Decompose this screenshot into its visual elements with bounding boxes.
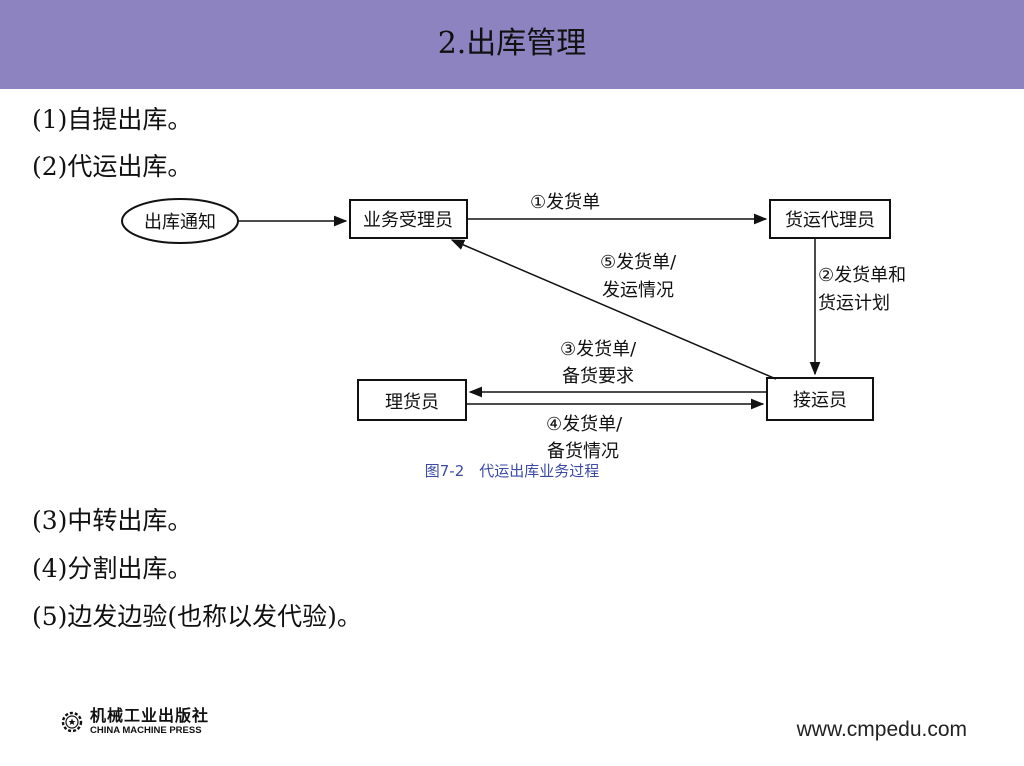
publisher-logo: 机械工业出版社 CHINA MACHINE PRESS xyxy=(60,706,209,738)
flow-diagram: 出库通知 业务受理员 货运代理员 接运员 理货员 ①发货单 ②发货单和 货运计划… xyxy=(121,192,906,462)
edge-label-4-line2: 备货情况 xyxy=(547,441,619,462)
node-receiver xyxy=(766,377,874,421)
node-outbound-notice-label: 出库通知 xyxy=(144,212,216,233)
node-freight-agent xyxy=(769,199,891,239)
edge-label-5-line2: 发运情况 xyxy=(602,280,674,301)
footer-url: www.cmpedu.com xyxy=(796,718,967,741)
edge-receiver-to-clerk xyxy=(450,239,777,380)
edge-label-5-line1: ⑤发货单/ xyxy=(600,252,677,273)
gear-icon xyxy=(61,711,83,733)
figure-caption: 图7-2 代运出库业务过程 xyxy=(424,462,600,480)
list-item-2: (2)代运出库。 xyxy=(32,152,193,181)
node-freight-agent-label: 货运代理员 xyxy=(785,210,875,231)
edge-label-3-line1: ③发货单/ xyxy=(560,339,637,360)
list-item-5: (5)边发边验(也称以发代验)。 xyxy=(32,602,362,631)
list-item-3: (3)中转出库。 xyxy=(32,506,193,535)
edge-label-2-line1: ②发货单和 xyxy=(818,265,906,286)
publisher-name-cn: 机械工业出版社 xyxy=(90,706,210,726)
node-receiver-label: 接运员 xyxy=(793,390,847,411)
node-business-clerk-label: 业务受理员 xyxy=(363,210,453,231)
edge-label-4-line1: ④发货单/ xyxy=(546,414,623,435)
node-stock-clerk xyxy=(357,379,467,421)
publisher-name-en: CHINA MACHINE PRESS xyxy=(90,725,202,737)
node-business-clerk xyxy=(349,199,468,239)
slide-header: 2.出库管理 xyxy=(0,0,1024,89)
node-stock-clerk-label: 理货员 xyxy=(385,392,439,413)
list-item-1: (1)自提出库。 xyxy=(32,105,193,134)
edge-label-1: ①发货单 xyxy=(530,192,600,213)
list-item-4: (4)分割出库。 xyxy=(32,554,193,583)
slide-title: 2.出库管理 xyxy=(437,26,587,61)
edge-label-3-line2: 备货要求 xyxy=(562,366,634,387)
edge-label-2-line2: 货运计划 xyxy=(818,293,890,314)
